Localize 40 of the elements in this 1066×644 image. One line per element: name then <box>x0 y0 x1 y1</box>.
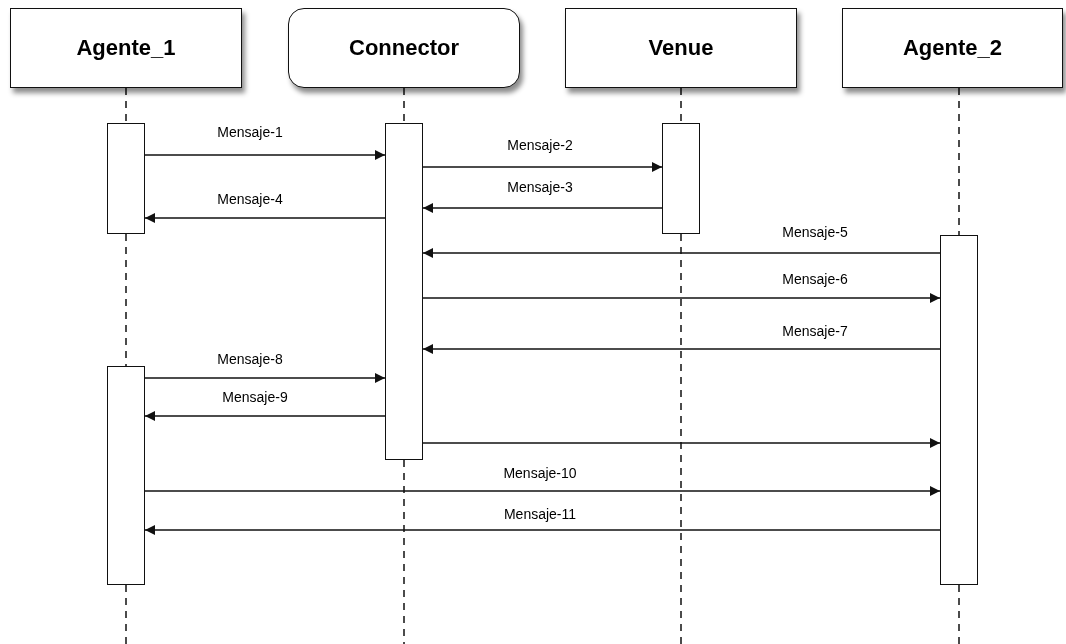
edge-label: Mensaje-4 <box>215 191 285 207</box>
activation-bar <box>385 123 423 460</box>
message-arrow <box>144 213 386 223</box>
message-arrow <box>144 525 941 535</box>
lifeline-header: Agente_1 <box>10 8 242 88</box>
edge-label: Mensaje-1 <box>215 124 285 140</box>
activation-bar <box>107 123 145 234</box>
lifeline-header: Agente_2 <box>842 8 1063 88</box>
lifeline-header: Connector <box>288 8 520 88</box>
edge-label: Mensaje-8 <box>215 351 285 367</box>
message-arrow <box>144 150 386 160</box>
message-arrow <box>422 293 941 303</box>
lifeline <box>125 233 127 367</box>
edge-label: Mensaje-9 <box>220 389 290 405</box>
lifeline <box>403 87 405 124</box>
activation-bar <box>662 123 700 234</box>
lifeline <box>958 87 960 236</box>
message-arrow <box>422 203 663 213</box>
edge-label: Mensaje-10 <box>501 465 579 481</box>
lifeline <box>680 233 682 644</box>
lifeline <box>958 584 960 644</box>
edge-label: Mensaje-6 <box>780 271 850 287</box>
activation-bar <box>940 235 978 585</box>
edge-label: Mensaje-3 <box>505 179 575 195</box>
message-arrow <box>422 438 941 448</box>
message-arrow <box>422 248 941 258</box>
message-arrow <box>422 344 941 354</box>
lifeline <box>680 87 682 124</box>
lifeline <box>403 459 405 644</box>
edge-label: Mensaje-2 <box>505 137 575 153</box>
message-arrow <box>144 411 386 421</box>
lifeline <box>125 87 127 124</box>
message-arrow <box>422 162 663 172</box>
message-arrow <box>144 373 386 383</box>
lifeline <box>125 584 127 644</box>
edge-label: Mensaje-5 <box>780 224 850 240</box>
edge-label: Mensaje-7 <box>780 323 850 339</box>
lifeline-header: Venue <box>565 8 797 88</box>
activation-bar <box>107 366 145 585</box>
message-arrow <box>144 486 941 496</box>
